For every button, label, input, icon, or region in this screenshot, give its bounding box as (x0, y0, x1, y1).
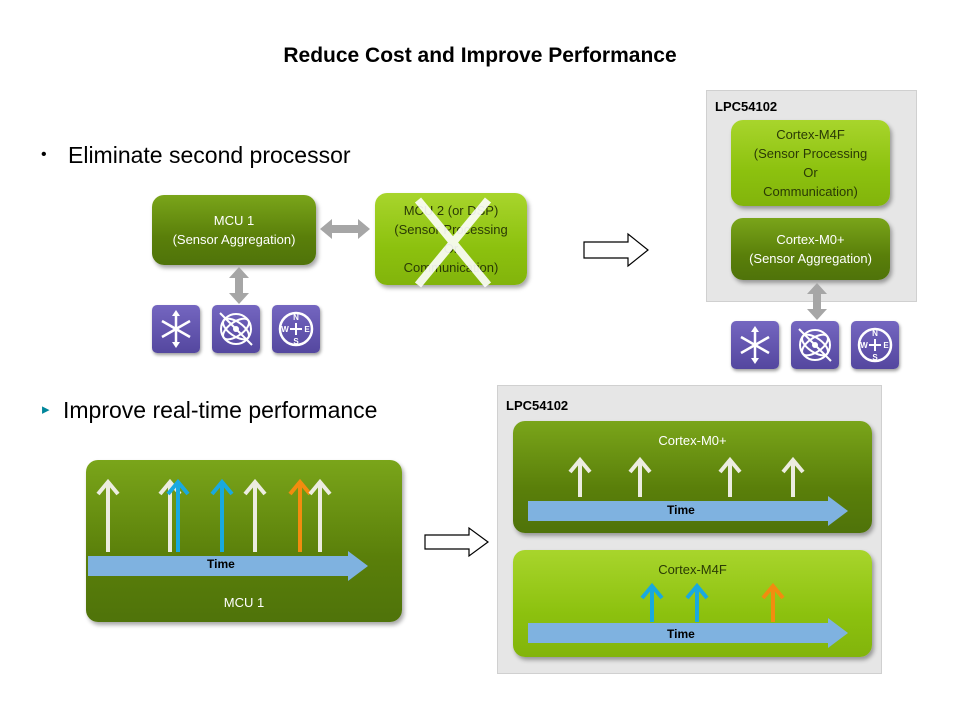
bullet-marker: • (41, 146, 47, 163)
mcu1-timeline-box: MCU 1 (86, 460, 402, 622)
lpc-label-2: LPC54102 (506, 398, 569, 413)
m0-timeline-label: Cortex-M0+ (658, 433, 727, 448)
mcu1-box: MCU 1 (Sensor Aggregation) (152, 195, 316, 265)
event-arrow (308, 478, 332, 552)
m4f-timeline-label: Cortex-M4F (658, 562, 727, 577)
event-arrow (210, 478, 234, 552)
svg-text:W: W (860, 341, 868, 350)
m4f-comm: Communication) (763, 184, 858, 199)
m4f-or: Or (803, 165, 818, 180)
m0-box-1: Cortex-M0+ (Sensor Aggregation) (731, 218, 890, 280)
mcu1-timeline-label: MCU 1 (223, 595, 265, 610)
svg-text:S: S (293, 337, 299, 346)
m4f-label: Cortex-M4F (776, 127, 845, 142)
time-label: Time (667, 503, 695, 517)
event-arrow (761, 582, 785, 622)
flow-arrow (583, 232, 649, 268)
event-arrow (166, 478, 190, 552)
time-label: Time (667, 627, 695, 641)
double-arrow-vertical (807, 283, 827, 320)
double-arrow-horizontal (320, 219, 370, 239)
time-bar (88, 551, 368, 581)
time-label: Time (207, 557, 235, 571)
svg-text:N: N (293, 313, 299, 322)
bullet-improve: Improve real-time performance (63, 397, 378, 423)
svg-text:W: W (281, 325, 289, 334)
event-arrow (243, 478, 267, 552)
m4f-role: (Sensor Processing (753, 146, 868, 161)
cross-out-icon (414, 197, 492, 288)
event-arrow (685, 582, 709, 622)
svg-text:E: E (304, 325, 310, 334)
accelerometer-icon (152, 305, 200, 353)
bullet-marker-arrow: ▸ (42, 401, 50, 418)
gyroscope-icon (212, 305, 260, 353)
event-arrow (568, 456, 592, 497)
slide-title: Reduce Cost and Improve Performance (283, 44, 677, 67)
mcu1-role: (Sensor Aggregation) (172, 232, 296, 247)
event-arrow (640, 582, 664, 622)
gyroscope-icon (791, 321, 839, 369)
svg-text:N: N (872, 329, 878, 338)
lpc-label-1: LPC54102 (715, 99, 778, 114)
mcu1-label: MCU 1 (213, 213, 255, 228)
accelerometer-icon (731, 321, 779, 369)
time-bar (528, 496, 848, 526)
event-arrow (781, 456, 805, 497)
flow-arrow (424, 526, 490, 558)
double-arrow-vertical (229, 267, 249, 304)
m0-role: (Sensor Aggregation) (749, 251, 872, 266)
m4f-box-1: Cortex-M4F (Sensor Processing Or Communi… (731, 120, 890, 206)
mcu2-role: (Sensor Processing (394, 222, 508, 237)
svg-text:S: S (872, 353, 878, 362)
time-bar (528, 618, 848, 648)
bullet-eliminate: Eliminate second processor (68, 142, 351, 168)
m0-label: Cortex-M0+ (776, 232, 845, 247)
event-arrow (628, 456, 652, 497)
event-arrow (96, 478, 120, 552)
svg-text:E: E (883, 341, 889, 350)
event-arrow (288, 478, 312, 552)
event-arrow (718, 456, 742, 497)
